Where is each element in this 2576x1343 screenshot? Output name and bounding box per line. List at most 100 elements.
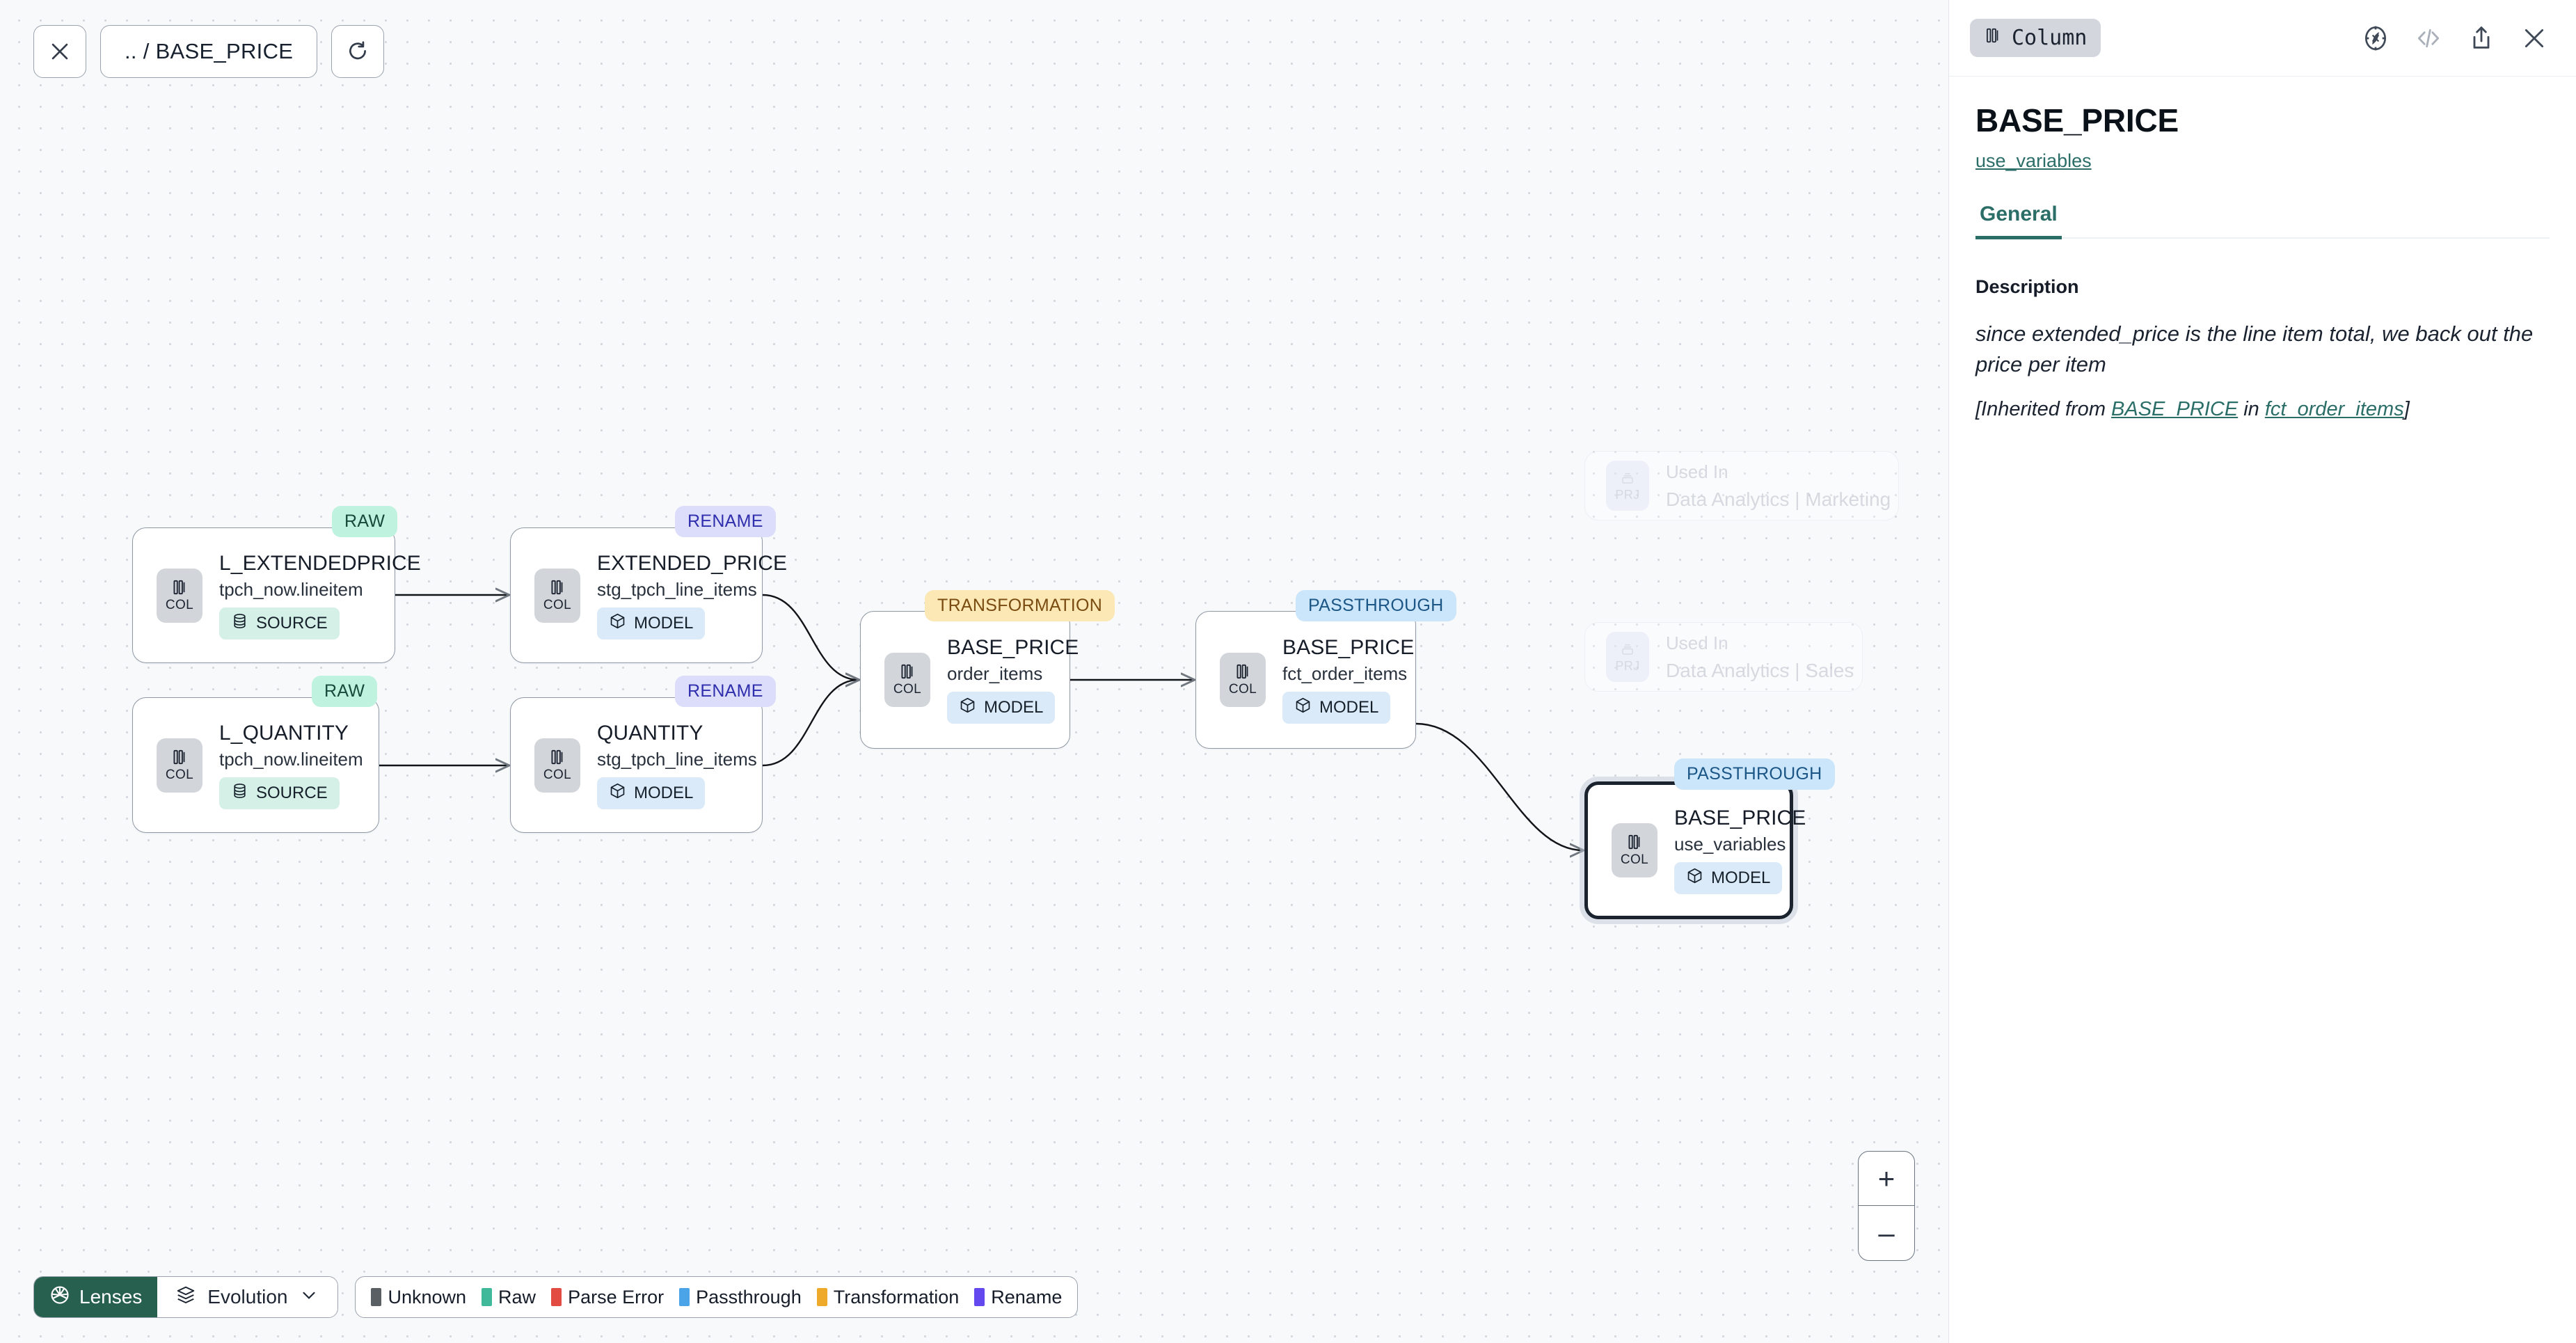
share-icon[interactable]	[2466, 23, 2497, 54]
used-in-value: Data Analytics | Sales	[1666, 659, 1854, 681]
node-kind-label: SOURCE	[256, 783, 328, 802]
legend-item[interactable]: Transformation	[816, 1286, 960, 1308]
node-badge-raw: RAW	[312, 676, 378, 707]
column-type-chip: COL	[884, 653, 930, 707]
close-icon[interactable]	[33, 25, 86, 78]
column-type-chip: COL	[534, 738, 580, 793]
close-icon[interactable]	[2519, 23, 2550, 54]
parent-model-link[interactable]: use_variables	[1975, 150, 2092, 171]
node-subtitle: tpch_now.lineitem	[219, 748, 363, 770]
column-chip-label: COL	[543, 767, 572, 782]
legend-item[interactable]: Rename	[974, 1287, 1062, 1308]
legend-label: Passthrough	[696, 1286, 802, 1308]
database-icon	[231, 612, 248, 635]
node-badge-rename: RENAME	[675, 676, 776, 707]
node-kind-badge: MODEL	[597, 607, 706, 639]
node-badge-transformation: TRANSFORMATION	[925, 590, 1115, 621]
node-kind-label: MODEL	[984, 698, 1044, 717]
legend-item[interactable]: Parse Error	[551, 1287, 664, 1308]
legend-item[interactable]: Raw	[482, 1287, 536, 1308]
column-chip-label: COL	[165, 767, 194, 782]
node-title: L_EXTENDEDPRICE	[219, 551, 421, 575]
aperture-icon	[49, 1285, 70, 1310]
cube-icon	[1294, 697, 1312, 719]
inherited-model-link[interactable]: fct_order_items	[2264, 398, 2404, 421]
legend-label: Parse Error	[568, 1286, 665, 1308]
column-icon	[170, 578, 189, 596]
zoom-in-button[interactable]: +	[1859, 1152, 1914, 1206]
panel-body: BASE_PRICE use_variables General Descrip…	[1949, 77, 2576, 421]
project-chip-label: PRJ	[1615, 488, 1640, 502]
lenses-label: Lenses	[79, 1286, 143, 1308]
evolution-dropdown[interactable]: Evolution	[157, 1277, 338, 1317]
column-type-chip: COL	[157, 738, 202, 793]
refresh-icon[interactable]	[331, 25, 385, 78]
node-badge-raw: RAW	[332, 506, 398, 537]
legend-swatch	[371, 1288, 382, 1306]
legend-swatch	[816, 1288, 827, 1306]
node-title: QUANTITY	[597, 721, 703, 745]
inherited-mid: in	[2238, 398, 2265, 421]
code-icon[interactable]	[2413, 23, 2444, 54]
canvas-toolbar: .. / BASE_PRICE	[33, 25, 385, 78]
column-chip-label: COL	[1228, 682, 1257, 697]
legend-item[interactable]: Passthrough	[679, 1287, 802, 1308]
legend-swatch	[679, 1288, 690, 1306]
breadcrumb[interactable]: .. / BASE_PRICE	[100, 25, 318, 78]
node-title: BASE_PRICE	[1282, 636, 1415, 659]
zoom-out-button[interactable]: –	[1878, 1216, 1895, 1249]
evolution-label: Evolution	[207, 1286, 288, 1308]
used-in-value: Data Analytics | Marketing	[1666, 488, 1891, 510]
tab-general[interactable]: General	[1975, 202, 2062, 239]
column-type-chip: COL	[1220, 653, 1266, 707]
column-icon	[1234, 662, 1252, 681]
column-type-chip: COL	[157, 568, 202, 623]
compass-icon[interactable]	[2360, 23, 2391, 54]
cube-icon	[609, 612, 626, 635]
legend-label: Unknown	[388, 1286, 467, 1308]
inherited-column-link[interactable]: BASE_PRICE	[2111, 398, 2239, 421]
legend-swatch	[551, 1288, 562, 1306]
legend-label: Transformation	[833, 1286, 960, 1308]
node-subtitle: use_variables	[1674, 834, 1786, 855]
column-chip-label: COL	[893, 682, 922, 697]
layers-icon	[175, 1285, 196, 1310]
legend-item[interactable]: Unknown	[371, 1287, 466, 1308]
lineage-legend: Unknown Raw Parse Error Passthrough Transfor…	[355, 1276, 1079, 1318]
project-type-chip: PRJ	[1606, 461, 1649, 511]
node-subtitle: stg_tpch_line_items	[597, 578, 757, 600]
node-title: BASE_PRICE	[1674, 806, 1806, 829]
column-icon	[898, 662, 916, 681]
node-badge-rename: RENAME	[675, 506, 776, 537]
chevron-down-icon	[299, 1285, 319, 1310]
node-kind-badge: SOURCE	[219, 607, 340, 639]
column-icon	[548, 748, 566, 766]
zoom-controls: + –	[1858, 1151, 1915, 1261]
node-kind-badge: MODEL	[947, 692, 1056, 724]
column-type-chip: COL	[534, 568, 580, 623]
page-title: BASE_PRICE	[1975, 102, 2179, 138]
node-kind-label: MODEL	[634, 783, 694, 802]
lenses-button[interactable]: Lenses	[34, 1277, 158, 1317]
legend-label: Raw	[498, 1286, 536, 1308]
node-subtitle: stg_tpch_line_items	[597, 748, 757, 770]
bottom-toolbar: Lenses Evolution Unknown Raw Parse Error Pa…	[33, 1276, 1079, 1318]
description-text: since extended_price is the line item to…	[1975, 321, 2534, 377]
node-subtitle: fct_order_items	[1282, 663, 1408, 684]
